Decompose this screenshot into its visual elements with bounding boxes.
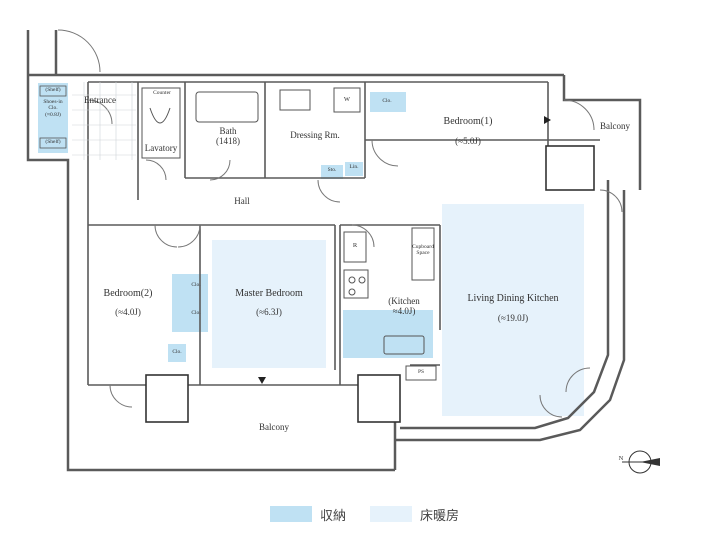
label-linen: Lin. [349, 164, 359, 170]
legend-swatch-floor-heating [370, 506, 412, 522]
storage-kitchen-counter [343, 310, 433, 358]
label-bath: Bath (1418) [216, 126, 240, 147]
columns [145, 145, 595, 423]
floor-plan [26, 29, 660, 474]
storage-sto [321, 165, 343, 179]
label-pipe-space: PS [417, 369, 425, 375]
label-shoes-in-closet: Shoes-in Clo. (≈0.8J) [43, 99, 63, 118]
outer-walls [26, 30, 642, 472]
label-balcony-bottom: Balcony [259, 422, 289, 432]
label-cupboard-space: Cupboard Space [412, 244, 434, 257]
heating-ldk [442, 204, 584, 416]
label-balcony-right: Balcony [600, 121, 630, 131]
legend-label-floor-heating: 床暖房 [420, 508, 460, 524]
label-bedroom2-area: (≈4.0J) [115, 307, 141, 317]
label-shelf-top: (Shelf) [45, 87, 61, 93]
label-kitchen: (Kitchen ≈4.0J) [388, 296, 420, 317]
label-closet-b: Clo. [191, 310, 201, 316]
label-lavatory: Lavatory [144, 143, 178, 153]
entry-arrow-icon-bottom [258, 377, 266, 384]
label-washer: W [343, 96, 351, 103]
label-closet-a: Clo. [191, 282, 201, 288]
storage-linen [345, 162, 363, 176]
heating-master-bedroom [212, 240, 326, 368]
label-closet-c: Clo. [172, 349, 182, 355]
label-bedroom1-area: (≈5.0J) [455, 136, 481, 146]
fixtures [141, 87, 437, 381]
label-master-bedroom-area: (≈6.3J) [256, 307, 282, 317]
label-shelf-bottom: (Shelf) [45, 139, 61, 145]
storage-shoes-in-closet [38, 83, 68, 153]
label-master-bedroom: Master Bedroom [235, 288, 303, 299]
legend-item-floor-heating: 床暖房 [370, 506, 460, 524]
label-bedroom1: Bedroom(1) [443, 116, 493, 127]
doors [57, 29, 623, 418]
legend-swatch-storage [270, 506, 312, 522]
compass-label: N [618, 455, 624, 462]
storage-bedroom1-closet [370, 92, 406, 112]
label-entrance: Entrance [84, 95, 116, 105]
label-dressing-room: Dressing Rm. [290, 130, 340, 140]
storage-bedroom2-closet [168, 344, 186, 362]
compass-icon [622, 450, 660, 474]
label-hall: Hall [234, 196, 250, 206]
entry-arrow-icon [544, 116, 551, 124]
label-ldk-area: (≈19.0J) [497, 313, 529, 323]
label-closet-bedroom1: Clo. [382, 98, 392, 104]
label-bedroom2: Bedroom(2) [103, 288, 153, 299]
label-counter: Counter [153, 90, 171, 96]
label-refrigerator: R [352, 242, 358, 249]
entrance-tiles [72, 82, 136, 160]
legend-item-storage: 収納 [270, 506, 347, 524]
label-storage: Sto. [327, 167, 337, 173]
legend-label-storage: 収納 [320, 508, 347, 524]
storage-master-closet [172, 274, 208, 332]
label-ldk: Living Dining Kitchen [467, 293, 559, 304]
